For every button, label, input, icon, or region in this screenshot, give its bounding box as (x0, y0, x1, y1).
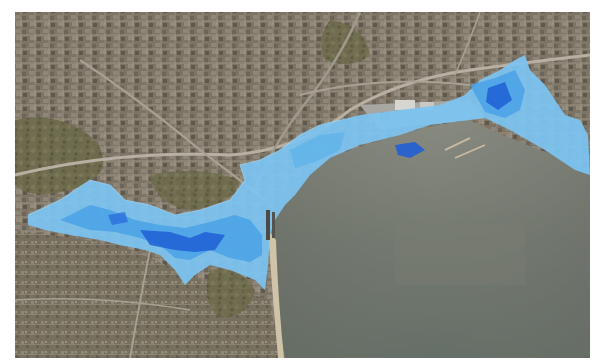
highway (14, 53, 591, 177)
pier (444, 137, 471, 151)
flood-depth-deep (140, 230, 225, 252)
flood-depth-deep (395, 142, 425, 158)
vegetation-patch (150, 171, 240, 210)
road (454, 11, 481, 76)
beach (268, 230, 284, 358)
harbor-structure (266, 210, 270, 240)
port-building (395, 100, 415, 110)
flood-depth-deep (108, 212, 128, 225)
vegetation-patch (15, 117, 104, 194)
flood-depth-deep (486, 82, 512, 110)
road (14, 298, 191, 311)
flood-overlay (28, 55, 590, 290)
port-building (420, 102, 434, 110)
road (129, 249, 151, 359)
harbor-structure (272, 212, 275, 238)
pier (454, 144, 486, 159)
bay-water-shade (275, 120, 590, 358)
vegetation-patch (206, 269, 255, 319)
flood-edge (27, 119, 341, 216)
flood-extent-mid (290, 132, 345, 168)
water-tile-seam (395, 225, 525, 285)
road (299, 80, 471, 96)
suburb-area (15, 230, 280, 358)
